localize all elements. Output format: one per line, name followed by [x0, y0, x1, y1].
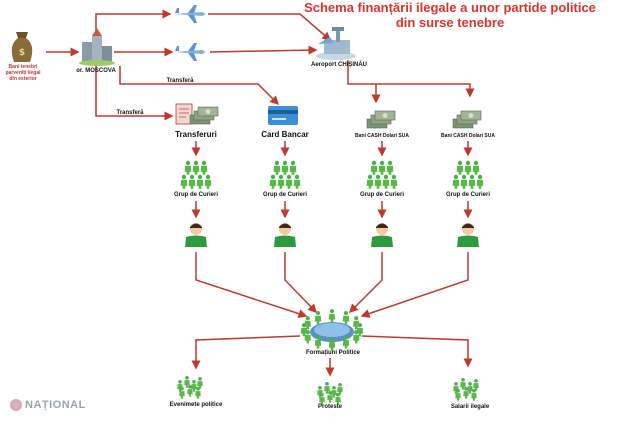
bank-card-icon [268, 106, 298, 125]
money-stack-icon [189, 106, 219, 125]
moscow-label: or. MOSCOVA [76, 68, 116, 74]
edges [46, 9, 475, 377]
person-icon [353, 316, 360, 330]
person-icon [464, 160, 472, 175]
person-icon [180, 174, 188, 189]
person-icon [468, 174, 476, 189]
person-icon [196, 174, 204, 189]
person-icon [314, 310, 322, 325]
person-icon [472, 160, 480, 175]
city-icon [79, 28, 115, 66]
transfer-document-icon [175, 103, 193, 125]
money-bag-icon: $ [11, 32, 33, 62]
airport-label: Aeroport CHIȘINĂU [310, 62, 367, 68]
person-icon [374, 174, 382, 189]
person-icon [273, 160, 281, 175]
courier-group-label-2: Grup de Curieri [262, 192, 307, 198]
courier-person-icon [185, 223, 207, 247]
bottom-crowds [177, 375, 479, 405]
person-icon [304, 316, 311, 330]
money-stack-icon [366, 110, 396, 129]
plane-icon [174, 5, 205, 23]
person-icon [342, 310, 350, 325]
person-icon [370, 160, 378, 175]
person-icon [188, 174, 196, 189]
transfers-label: Transferuri [175, 130, 217, 139]
person-icon [293, 174, 301, 189]
person-icon [337, 382, 343, 395]
source-label: Bani tenebri parveniți ilegal din exteri… [5, 64, 41, 82]
salaries-label: Salarii ilegale [450, 404, 490, 410]
person-icon [281, 160, 289, 175]
transfer-top-label: Transferă [166, 78, 194, 84]
courier-group-label-3: Grup de Curieri [359, 192, 404, 198]
courier-person-icon [457, 223, 479, 247]
person-icon [269, 174, 277, 189]
plane-icon [174, 43, 205, 61]
person-icon [285, 174, 293, 189]
person-icon [378, 160, 386, 175]
person-icon [452, 174, 460, 189]
airport-icon [316, 27, 356, 60]
person-icon [476, 174, 484, 189]
person-icon [192, 160, 200, 175]
logo-text: NAȚIONAL [25, 399, 86, 411]
person-icon [197, 376, 203, 389]
person-icon [204, 174, 212, 189]
svg-text:$: $ [19, 48, 25, 58]
round-table-icon [310, 322, 354, 342]
logo-icon [10, 399, 22, 411]
title-line-1: Schema finanțării ilegale a unor partide… [304, 0, 596, 15]
person-icon [277, 174, 285, 189]
title-line-2: din surse tenebre [395, 15, 505, 30]
courier-person-icon [274, 223, 296, 247]
formations-label: Formațiuni Politice [305, 350, 360, 356]
person-icon [460, 174, 468, 189]
money-stack-icon [452, 110, 482, 129]
person-icon [200, 160, 208, 175]
cash-label-2: Bani CASH Dolari SUA [441, 133, 495, 139]
person-icon [473, 378, 479, 391]
person-icon [456, 160, 464, 175]
protests-label: Proteste [317, 404, 342, 410]
courier-groups [180, 160, 484, 189]
diagram-title: Schema finanțării ilegale a unor partide… [300, 0, 600, 30]
courier-person-icon [371, 223, 393, 247]
cash-label-1: Bani CASH Dolari SUA [355, 133, 409, 139]
person-icon [386, 160, 394, 175]
person-icon [289, 160, 297, 175]
transfer-left-label: Transferă [116, 110, 144, 116]
courier-group-label-1: Grup de Curieri [173, 192, 218, 198]
courier-group-label-4: Grup de Curieri [445, 192, 490, 198]
person-icon [390, 174, 398, 189]
card-label: Card Bancar [261, 130, 309, 139]
person-icon [184, 160, 192, 175]
logo: NAȚIONAL [10, 399, 86, 411]
person-icon [328, 309, 336, 323]
person-icon [382, 174, 390, 189]
person-icon [366, 174, 374, 189]
events-label: Evenimete politice [169, 402, 223, 408]
